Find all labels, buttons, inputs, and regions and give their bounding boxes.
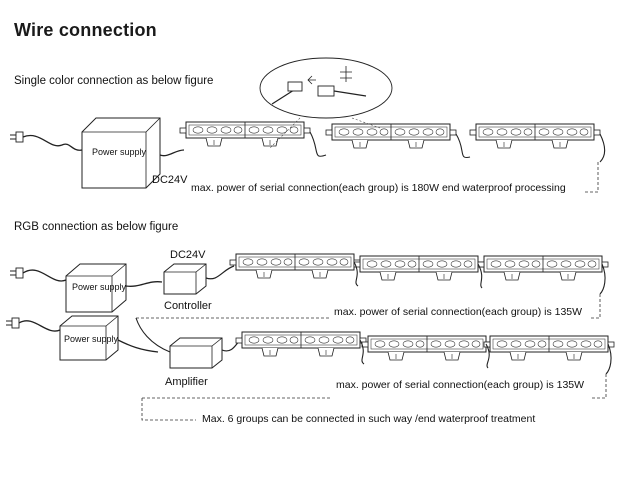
continuation-line <box>141 398 196 421</box>
led-bar-rgb-1-2 <box>353 255 485 281</box>
single-color-heading: Single color connection as below figure <box>14 75 214 87</box>
mains-plug-rgb-2-icon <box>5 317 20 329</box>
led-bar-rgb-1-3 <box>477 255 609 281</box>
led-bar-rgb-2-3 <box>483 335 615 361</box>
controller-label: Controller <box>164 300 212 312</box>
power-supply-label-rgb-1: Power supply <box>72 282 127 292</box>
led-bar-single-2 <box>325 123 457 149</box>
power-supply-label-rgb-2: Power supply <box>64 334 119 344</box>
rgb-heading: RGB connection as below figure <box>14 221 179 233</box>
led-bar-single-1 <box>179 121 311 147</box>
page-title: Wire connection <box>14 20 157 40</box>
single-power-note: max. power of serial connection(each gro… <box>189 182 568 194</box>
power-supply-rgb-2 <box>59 315 119 361</box>
led-bar-rgb-2-2 <box>361 335 493 361</box>
rgb-row1-power-note: max. power of serial connection(each gro… <box>332 306 585 318</box>
max-groups-note: Max. 6 groups can be connected in such w… <box>200 413 538 425</box>
controller-box <box>163 263 207 295</box>
dc-cable-single <box>159 149 185 157</box>
connector-detail-zoom <box>259 57 393 149</box>
led-bar-single-3 <box>469 123 601 149</box>
voltage-label: DC24V <box>152 174 188 186</box>
end-waterproof-line <box>584 162 599 193</box>
mains-cable <box>22 134 83 151</box>
power-supply-single <box>81 117 161 189</box>
amplifier-label: Amplifier <box>165 376 208 388</box>
mains-plug-icon <box>9 131 24 143</box>
power-supply-rgb-1 <box>65 263 127 313</box>
amplifier-box <box>169 337 223 369</box>
power-supply-label: Power supply <box>92 147 147 157</box>
led-bar-rgb-2-1 <box>235 331 367 357</box>
led-bar-rgb-1-1 <box>229 253 361 279</box>
rgb-row2-power-note: max. power of serial connection(each gro… <box>334 379 587 391</box>
mains-plug-rgb-1-icon <box>9 267 24 279</box>
rgb-voltage-label: DC24V <box>170 249 206 261</box>
